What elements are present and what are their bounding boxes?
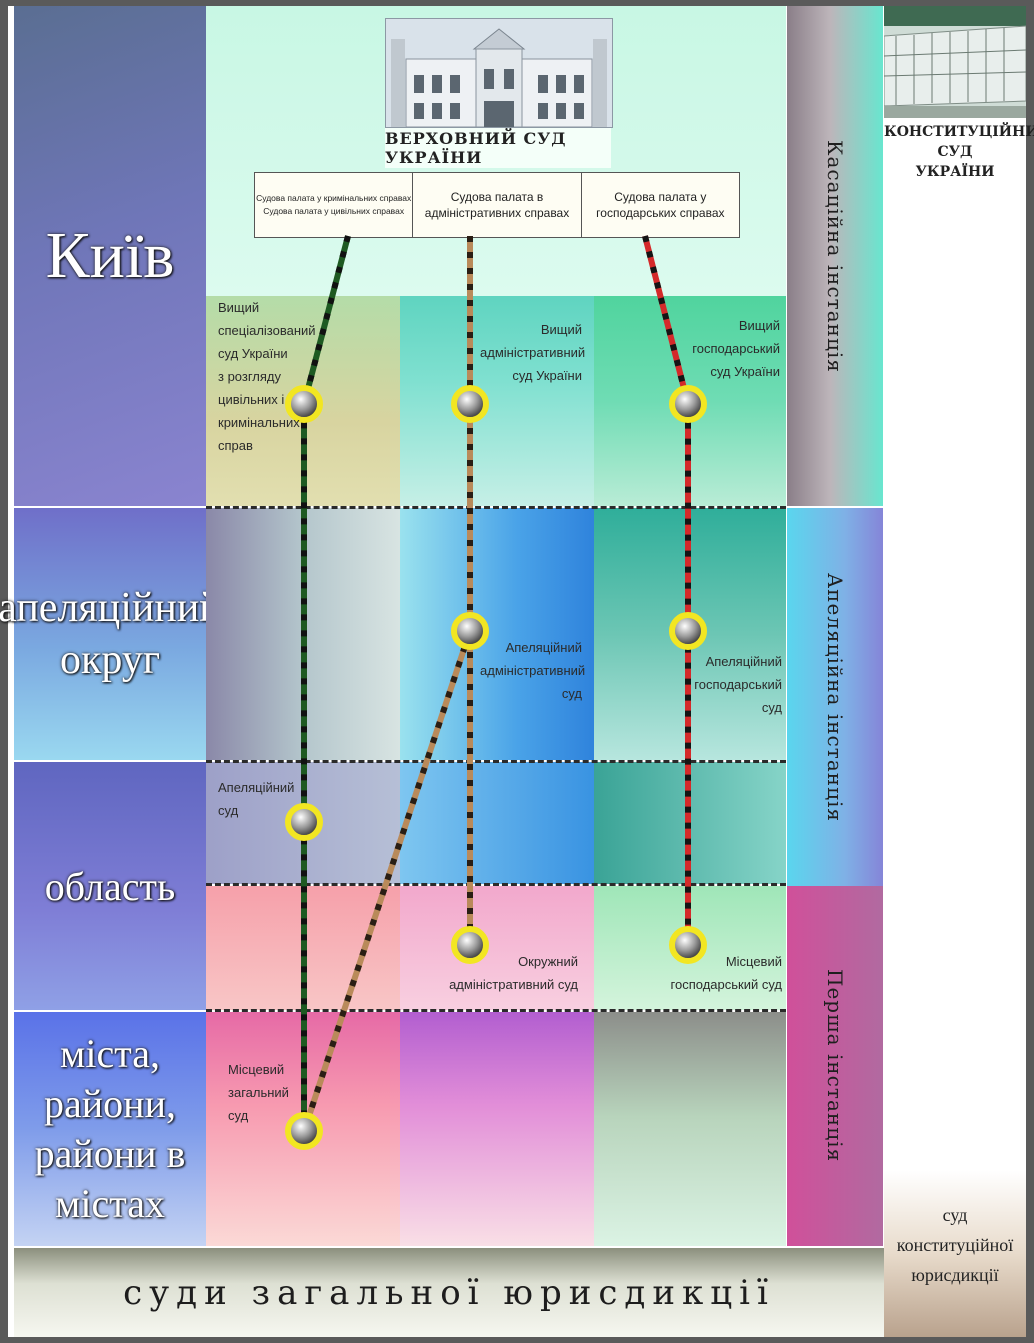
node-local-general [285,1112,323,1150]
level-kyiv-label: Київ [45,219,175,292]
building-icon [386,19,612,127]
level-appeal-district-label: апеляційний округ [0,584,222,684]
chamber-administrative: Судова палата в адміністративних справах [413,173,582,237]
instance-first: Перша інстанція [787,886,883,1246]
level-oblast: область [14,762,206,1010]
building-icon [884,6,1026,118]
cell-city-admin [400,1012,594,1246]
instance-cassation: Касаційна інстанція [787,6,883,506]
divider-appeal [206,760,786,763]
supreme-court-building-image [385,18,613,128]
cell-appeal-admin [400,508,594,760]
divider-cassation [206,506,786,509]
level-kyiv: Київ [14,6,206,506]
chamber-criminal-civil: Судова палата у кримінальних справах Суд… [255,173,414,237]
node-high-commercial [669,385,707,423]
node-appeal-admin [451,612,489,650]
instance-cassation-label: Касаційна інстанція [823,139,847,373]
divider-local [206,1009,786,1012]
instance-first-label: Перша інстанція [823,969,847,1163]
supreme-court-title: ВЕРХОВНИЙ СУД УКРАЇНИ [385,128,611,168]
chamber-commercial: Судова палата у господарських справах [596,190,725,220]
level-appeal-district: апеляційний округ [0,508,222,760]
constitutional-jurisdiction-area [884,1170,1026,1337]
general-jurisdiction-label: суди загальної юрисдикції [123,1272,775,1313]
level-cities: міста, райони, райони в містах [14,1012,206,1246]
cell-high-admin [400,296,594,506]
cell-oblast2-admin [400,886,594,1010]
general-jurisdiction-band: суди загальної юрисдикції [14,1248,884,1337]
divider-oblast [206,883,786,886]
level-oblast-label: область [44,863,176,909]
constitutional-jurisdiction-label: суд конституційної юрисдикції [896,1205,1014,1285]
node-high-admin [451,385,489,423]
instance-appeal: Апеляційна інстанція [787,508,883,886]
cell-city-commercial [594,1012,786,1246]
instance-appeal-label: Апеляційна інстанція [823,572,847,822]
node-district-admin [451,926,489,964]
node-local-commercial [669,926,707,964]
line-admin [301,236,473,1132]
constitutional-court-building-image [884,6,1026,118]
node-appeal-commercial [669,612,707,650]
cell-oblast-admin [400,762,594,884]
node-appeal-general [285,803,323,841]
level-cities-label: міста, райони, райони в містах [34,1031,186,1226]
constitutional-court-title: КОНСТИТУЦІЙНИЙ СУД УКРАЇНИ [884,124,1034,180]
node-high-civil [285,385,323,423]
supreme-court-chambers: Судова палата у кримінальних справах Суд… [254,172,740,238]
